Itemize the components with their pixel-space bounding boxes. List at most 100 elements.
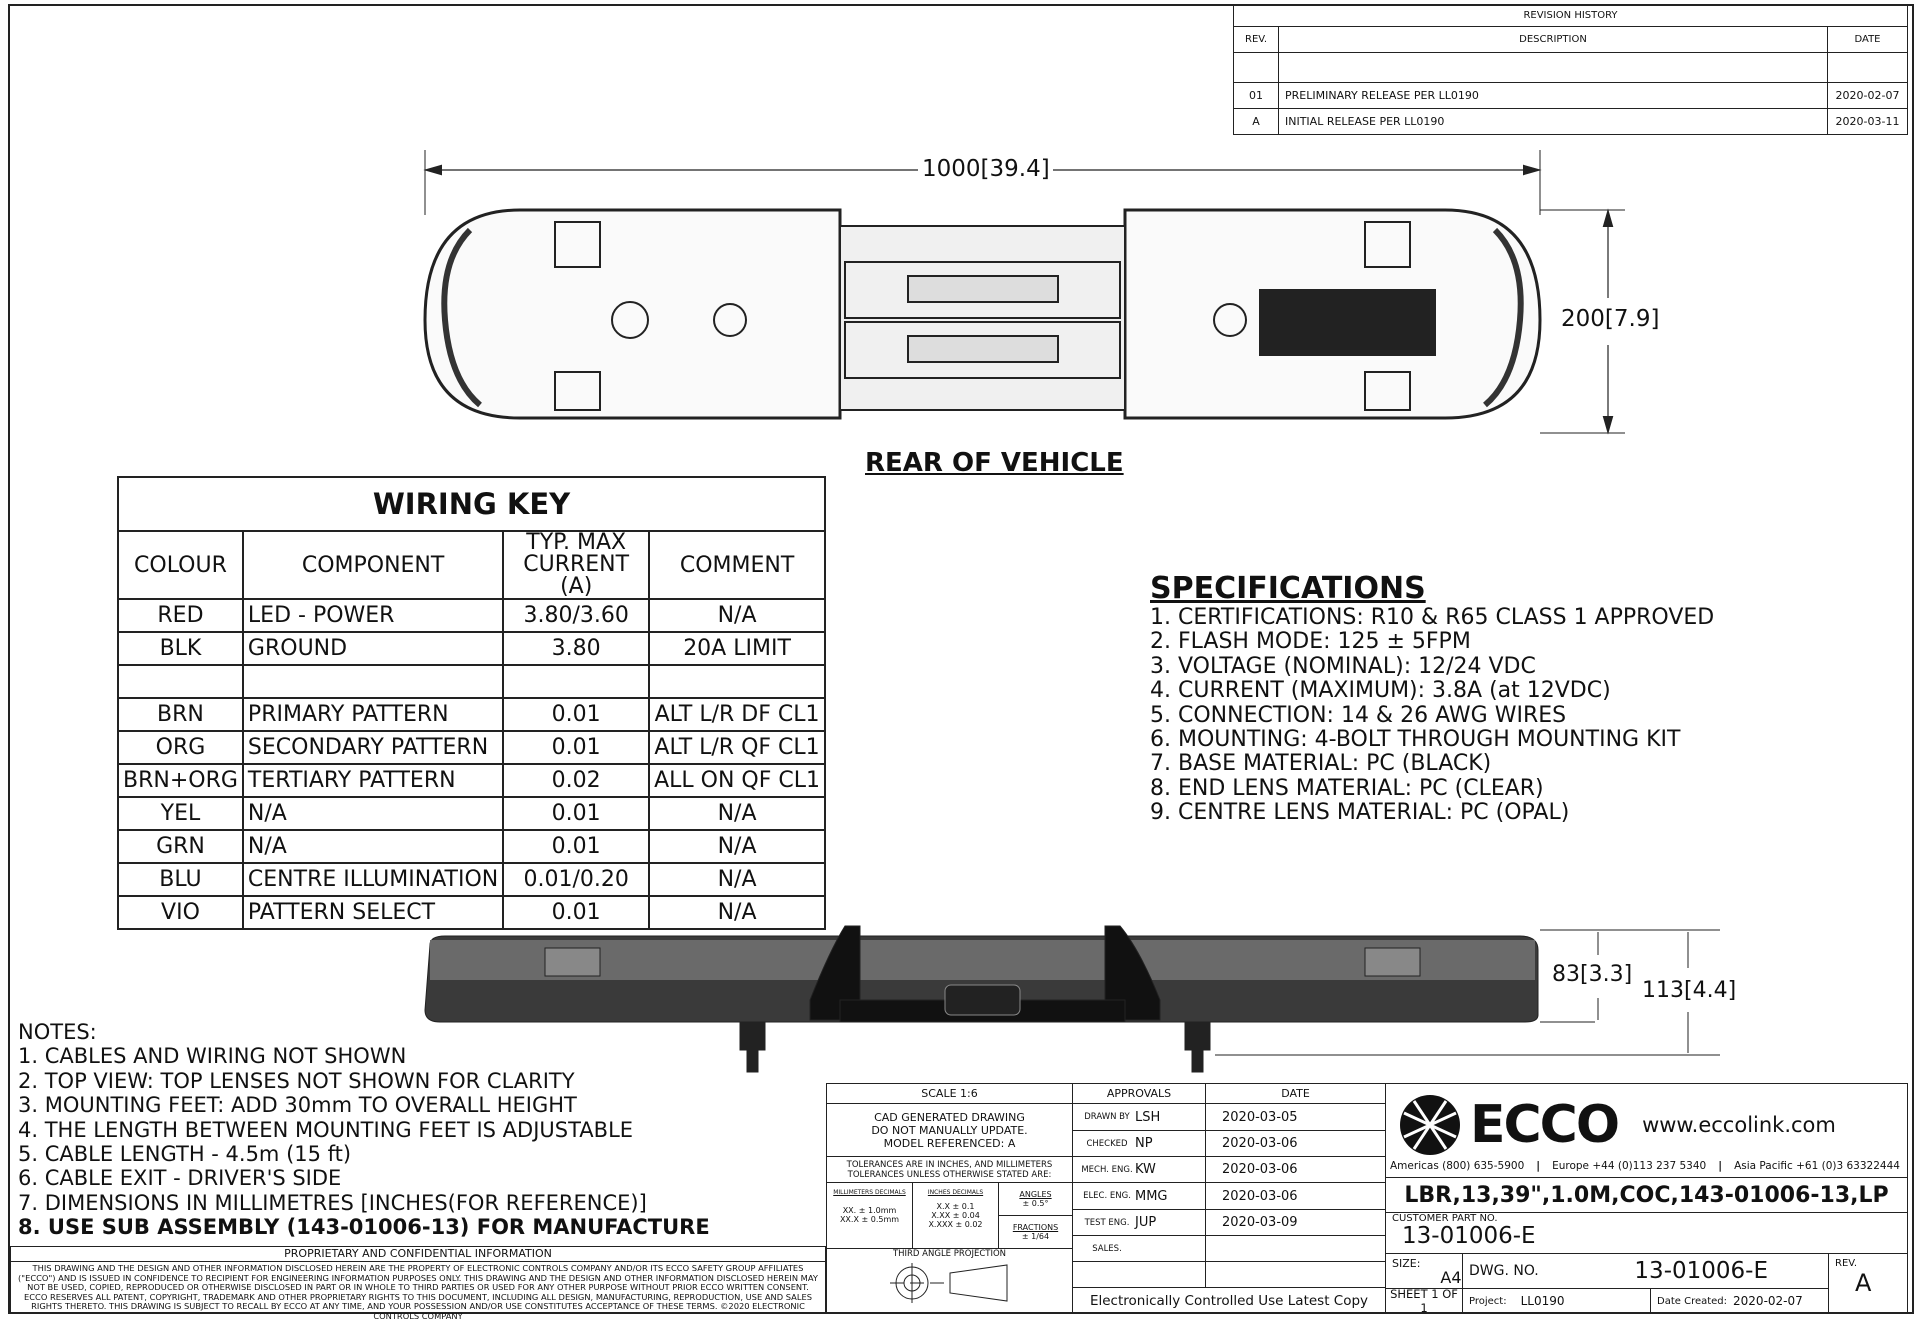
- current: 0.01: [502, 895, 651, 930]
- date-created-label: Date Created:: [1657, 1295, 1728, 1307]
- spec-item: 8. END LENS MATERIAL: PC (CLEAR): [1150, 775, 1544, 801]
- side-dimension-113: 113[4.4]: [1642, 978, 1736, 1003]
- note-item: 4. THE LENGTH BETWEEN MOUNTING FEET IS A…: [18, 1117, 634, 1142]
- comment: ALT L/R DF CL1: [648, 697, 826, 732]
- colour: BLU: [117, 862, 244, 897]
- dim-mm: 113: [1642, 978, 1684, 1003]
- desc: PRELIMINARY RELEASE PER LL0190: [1278, 82, 1828, 109]
- scale: SCALE 1:6: [826, 1083, 1073, 1104]
- approval-role: ELEC. ENG.MMG: [1072, 1182, 1206, 1210]
- approver: KW: [1135, 1162, 1156, 1177]
- note-item: 7. DIMENSIONS IN MILLIMETRES [INCHES(FOR…: [18, 1190, 647, 1215]
- view-caption: REAR OF VEHICLE: [865, 448, 1124, 478]
- angles-title: ANGLES: [1019, 1190, 1052, 1199]
- current: 3.80/3.60: [502, 598, 651, 633]
- dim-mm: 200: [1561, 306, 1605, 332]
- approver: LSH: [1135, 1109, 1161, 1125]
- size: SIZE:A4: [1385, 1253, 1463, 1289]
- customer-part-number: 13-01006-E: [1402, 1223, 1536, 1249]
- role: DRAWN BY: [1084, 1112, 1130, 1122]
- customer-part-label: CUSTOMER PART NO.: [1392, 1213, 1498, 1224]
- fractions-title: FRACTIONS: [1012, 1223, 1059, 1232]
- desc: INITIAL RELEASE PER LL0190: [1278, 108, 1828, 135]
- current: 0.01: [502, 730, 651, 765]
- revision-row: [1233, 52, 1908, 83]
- approval-date: 2020-03-05: [1205, 1103, 1386, 1131]
- date-header: DATE: [1205, 1083, 1386, 1104]
- spec-item: 5. CONNECTION: 14 & 26 AWG WIRES: [1150, 702, 1567, 728]
- component: N/A: [241, 796, 505, 831]
- dim-in: [39.4]: [980, 156, 1050, 182]
- control-note: Electronically Controlled Use Latest Cop…: [1072, 1287, 1386, 1314]
- tol: X.XXX ± 0.02: [928, 1220, 983, 1229]
- header: COMMENT: [648, 530, 826, 600]
- colour: GRN: [117, 829, 244, 864]
- proprietary-text: THIS DRAWING AND THE DESIGN AND OTHER IN…: [18, 1263, 818, 1321]
- mm-title: MILLIMETERS DECIMALS: [833, 1189, 906, 1196]
- comment: N/A: [648, 598, 826, 633]
- sheet: SHEET 1 OF 1: [1385, 1287, 1463, 1315]
- current: 0.01: [502, 829, 651, 864]
- approval-role: SALES.: [1072, 1235, 1206, 1262]
- third-angle-projection-icon: [889, 1263, 1010, 1303]
- header: TYP. MAX CURRENT (A): [502, 530, 651, 600]
- notes-title: NOTES:: [18, 1020, 97, 1044]
- approval-date: [1205, 1235, 1386, 1262]
- approval-date: 2020-03-06: [1205, 1130, 1386, 1157]
- role: SALES.: [1092, 1243, 1122, 1254]
- dim-mm: 1000: [922, 156, 981, 182]
- website-link[interactable]: www.eccolink.com: [1642, 1112, 1836, 1137]
- dim-in: [7.9]: [1604, 306, 1660, 332]
- component: TERTIARY PATTERN: [241, 763, 505, 798]
- phones: Americas (800) 635-5900|Europe +44 (0)11…: [1390, 1159, 1900, 1172]
- comment: N/A: [648, 796, 826, 831]
- note-item: 8. USE SUB ASSEMBLY (143-01006-13) FOR M…: [18, 1215, 710, 1240]
- tol: X.X ± 0.1: [936, 1202, 975, 1211]
- component: [241, 664, 505, 699]
- component: GROUND: [241, 631, 505, 666]
- rev-block: REV.A: [1828, 1253, 1908, 1314]
- in-title: INCHES DECIMALS: [927, 1189, 984, 1196]
- date-created: Date Created:2020-02-07: [1650, 1288, 1829, 1314]
- blank-cell: [1205, 1261, 1386, 1288]
- approval-date: 2020-03-09: [1205, 1209, 1386, 1236]
- date: 2020-02-07: [1827, 82, 1908, 109]
- approver: NP: [1135, 1136, 1153, 1151]
- approver: JUP: [1135, 1215, 1157, 1230]
- rev-value: A: [1855, 1269, 1872, 1297]
- colour: VIO: [117, 895, 244, 930]
- component: LED - POWER: [241, 598, 505, 633]
- dim-mm: 83: [1552, 962, 1580, 987]
- projection-label: THIRD ANGLE PROJECTION: [892, 1249, 1007, 1259]
- comment: ALL ON QF CL1: [648, 763, 826, 798]
- approval-date: 2020-03-06: [1205, 1182, 1386, 1210]
- wiring-key-title: WIRING KEY: [117, 476, 826, 532]
- component: CENTRE ILLUMINATION: [241, 862, 505, 897]
- angles-value: ± 0.5°: [1022, 1199, 1049, 1208]
- comment: N/A: [648, 862, 826, 897]
- specifications-title: SPECIFICATIONS: [1150, 571, 1426, 606]
- angles: ANGLES± 0.5°: [998, 1182, 1073, 1216]
- size-label: SIZE:: [1392, 1257, 1421, 1270]
- dim-in: [3.3]: [1580, 962, 1633, 987]
- comment: N/A: [648, 829, 826, 864]
- comment: 20A LIMIT: [648, 631, 826, 666]
- cad-line: DO NOT MANUALLY UPDATE.: [871, 1123, 1028, 1137]
- side-dimension-83: 83[3.3]: [1552, 962, 1632, 987]
- colour: BLK: [117, 631, 244, 666]
- fractions: FRACTIONS± 1/64: [998, 1215, 1073, 1249]
